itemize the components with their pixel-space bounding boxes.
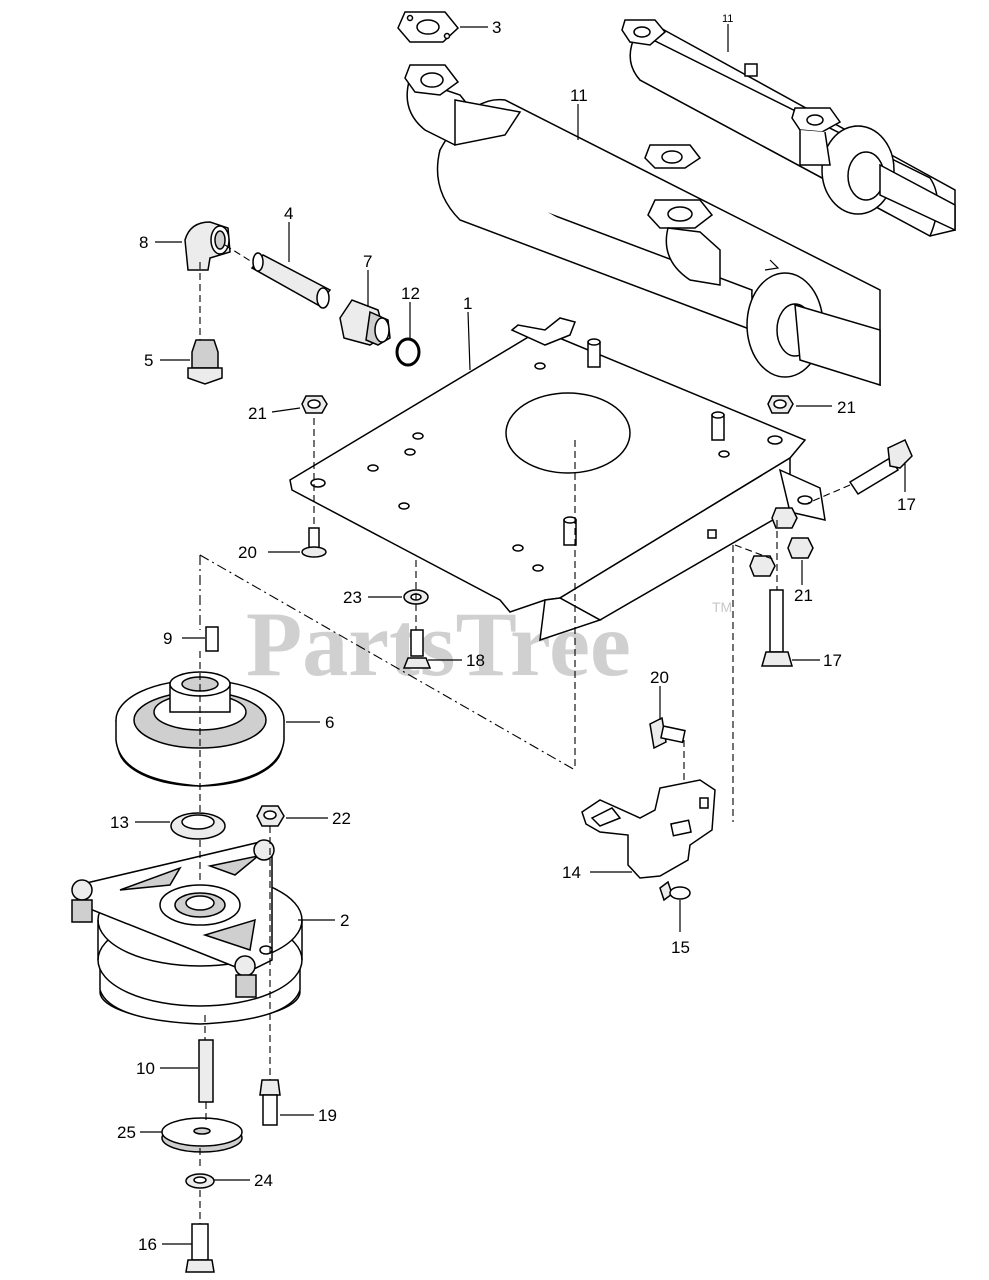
leader-lines [135, 26, 906, 1245]
callout-21-right: 21 [837, 398, 856, 417]
callout-10: 10 [136, 1059, 155, 1078]
spacer-13 [170, 812, 226, 840]
callout-labels: 3 11 4 8 7 12 5 1 21 21 17 20 23 21 9 18… [110, 18, 916, 1254]
callout-3: 3 [492, 18, 501, 37]
hex-nut-21-right [767, 395, 794, 414]
callout-18: 18 [466, 651, 485, 670]
callout-21-top: 21 [248, 404, 267, 423]
callout-21-lower: 21 [794, 586, 813, 605]
callout-15: 15 [671, 938, 690, 957]
callout-2: 2 [340, 911, 349, 930]
gasket-3 [397, 11, 460, 43]
callout-6: 6 [325, 713, 334, 732]
clamp [659, 880, 691, 902]
key-10 [198, 1039, 214, 1103]
electric-clutch [71, 839, 303, 1025]
bolt-17-vertical [761, 589, 793, 667]
bolt-17-horizontal [848, 438, 913, 496]
callout-1: 1 [463, 294, 472, 313]
callout-25: 25 [117, 1123, 136, 1142]
callout-20-bracket: 20 [650, 668, 669, 687]
mounting-plate [289, 317, 826, 642]
pin-20-bracket [649, 716, 686, 750]
pipe-nipple [250, 252, 332, 309]
elbow-fitting [184, 221, 231, 271]
callout-11: 11 [570, 86, 588, 105]
inset-label: 11 [722, 13, 733, 25]
washer-25 [161, 1117, 243, 1153]
mounting-bracket [581, 779, 716, 879]
callout-17-lower: 17 [823, 651, 842, 670]
plug [187, 339, 223, 385]
callout-22: 22 [332, 809, 351, 828]
callout-5: 5 [144, 351, 153, 370]
callout-17-top: 17 [897, 495, 916, 514]
pin-20-top [301, 527, 327, 558]
callout-19: 19 [318, 1106, 337, 1125]
adapter-fitting [339, 299, 391, 346]
hex-nut-21-lower [749, 507, 814, 577]
callout-16: 16 [138, 1235, 157, 1254]
hex-nut-22 [256, 805, 285, 827]
callout-23: 23 [343, 588, 362, 607]
bolt-16 [185, 1223, 215, 1273]
callout-9: 9 [163, 629, 172, 648]
bolt-18 [402, 629, 432, 669]
hex-nut-21-top [301, 395, 328, 414]
callout-13: 13 [110, 813, 129, 832]
inset-muffler-view: 11 [621, 13, 956, 238]
callout-24: 24 [254, 1171, 273, 1190]
key-9 [205, 626, 219, 652]
callout-7: 7 [363, 252, 372, 271]
lockwasher-24 [185, 1173, 215, 1189]
callout-12: 12 [401, 284, 420, 303]
muffler [404, 64, 881, 387]
callout-4: 4 [284, 204, 293, 223]
callout-14: 14 [562, 863, 581, 882]
bolt-19 [259, 1079, 281, 1126]
callout-8: 8 [139, 233, 148, 252]
watermark-trademark: TM [712, 599, 732, 615]
callout-20-top: 20 [238, 543, 257, 562]
o-ring [395, 337, 421, 367]
